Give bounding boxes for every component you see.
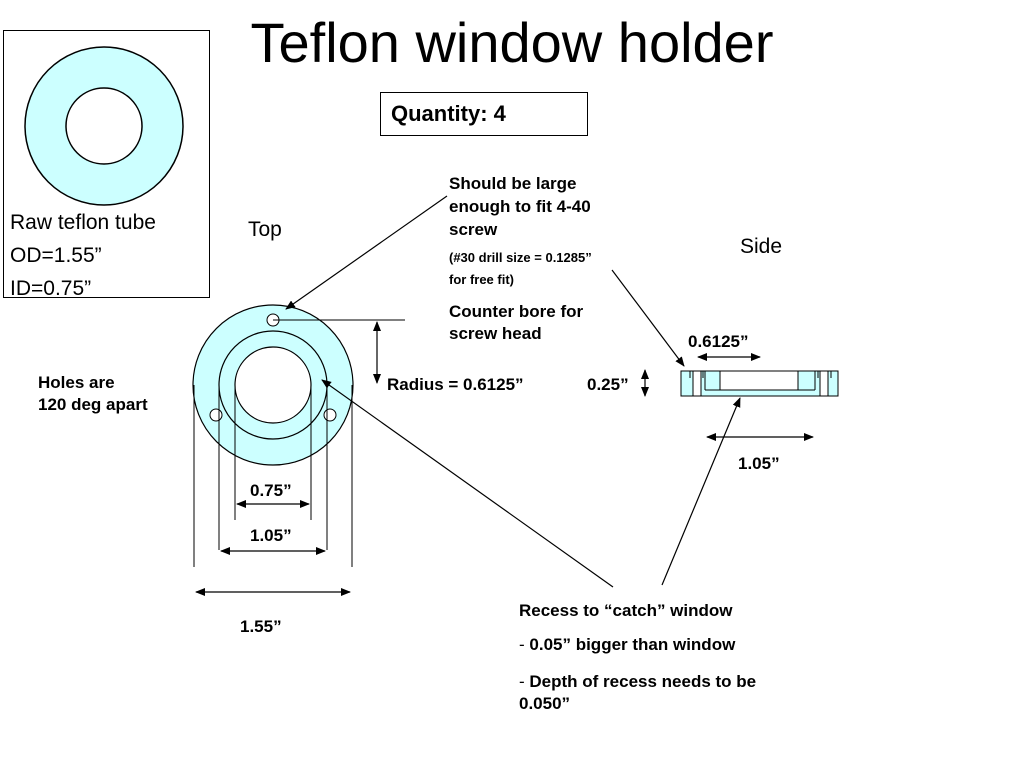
recess-note: Recess to “catch” window - 0.05” bigger …	[519, 600, 809, 715]
raw-tube-id: ID=0.75”	[10, 277, 92, 300]
quantity-box: Quantity: 4	[380, 92, 588, 136]
holes-note-line1: Holes are	[38, 373, 115, 392]
recess-depth-value: 0.050”	[519, 694, 571, 713]
screw-note: Should be large enough to fit 4-40 screw…	[449, 172, 649, 345]
holes-note: Holes are 120 deg apart	[38, 372, 148, 416]
side-view	[680, 370, 839, 397]
page-title: Teflon window holder	[250, 11, 774, 74]
recess-depth-text: Depth of recess needs to be	[529, 672, 757, 691]
side-view-label: Side	[740, 235, 783, 258]
leader-screw-to-side	[611, 269, 685, 367]
leader-recess-to-side	[661, 397, 741, 586]
recess-note-line3: - Depth of recess needs to be	[519, 671, 809, 693]
recess-dash-1: -	[519, 635, 530, 654]
raw-tube-inner	[65, 87, 143, 165]
dim-label-id: 0.75”	[250, 481, 292, 500]
dim-label-side-recess: 1.05”	[738, 454, 780, 473]
screw-note-line1: Should be large	[449, 174, 577, 193]
recess-note-line2: - 0.05” bigger than window	[519, 634, 809, 656]
recess-note-line1: Recess to “catch” window	[519, 601, 733, 620]
leader-screw-to-top	[285, 195, 448, 310]
holes-note-line2: 120 deg apart	[38, 395, 148, 414]
top-view-label: Top	[248, 218, 282, 241]
drill-size-line1: (#30 drill size = 0.1285”	[449, 250, 592, 265]
recess-bigger-text: 0.05” bigger than window	[529, 635, 736, 654]
screw-hole-right	[323, 408, 337, 422]
dim-label-od: 1.55”	[240, 617, 282, 636]
extension-lines	[193, 319, 405, 567]
drill-size-line2: for free fit)	[449, 272, 514, 287]
counter-bore-line2: screw head	[449, 324, 542, 343]
dim-label-radius: Radius = 0.6125”	[387, 375, 524, 394]
recess-dash-2: -	[519, 672, 530, 691]
top-view-bore	[234, 346, 312, 424]
raw-tube-name: Raw teflon tube	[10, 211, 156, 234]
dim-label-side-hole: 0.6125”	[688, 332, 749, 351]
dim-label-recess: 1.05”	[250, 526, 292, 545]
screw-note-line2: enough to fit 4-40	[449, 197, 591, 216]
raw-tube-label: Raw teflon tube OD=1.55” ID=0.75”	[10, 206, 156, 305]
leader-recess-to-top	[321, 379, 614, 588]
screw-note-line3: screw	[449, 220, 498, 239]
dim-label-thickness: 0.25”	[587, 375, 629, 394]
raw-tube-od: OD=1.55”	[10, 244, 102, 267]
raw-tube-box	[3, 30, 210, 298]
counter-bore-line1: Counter bore for	[449, 302, 584, 321]
screw-hole-left	[209, 408, 223, 422]
